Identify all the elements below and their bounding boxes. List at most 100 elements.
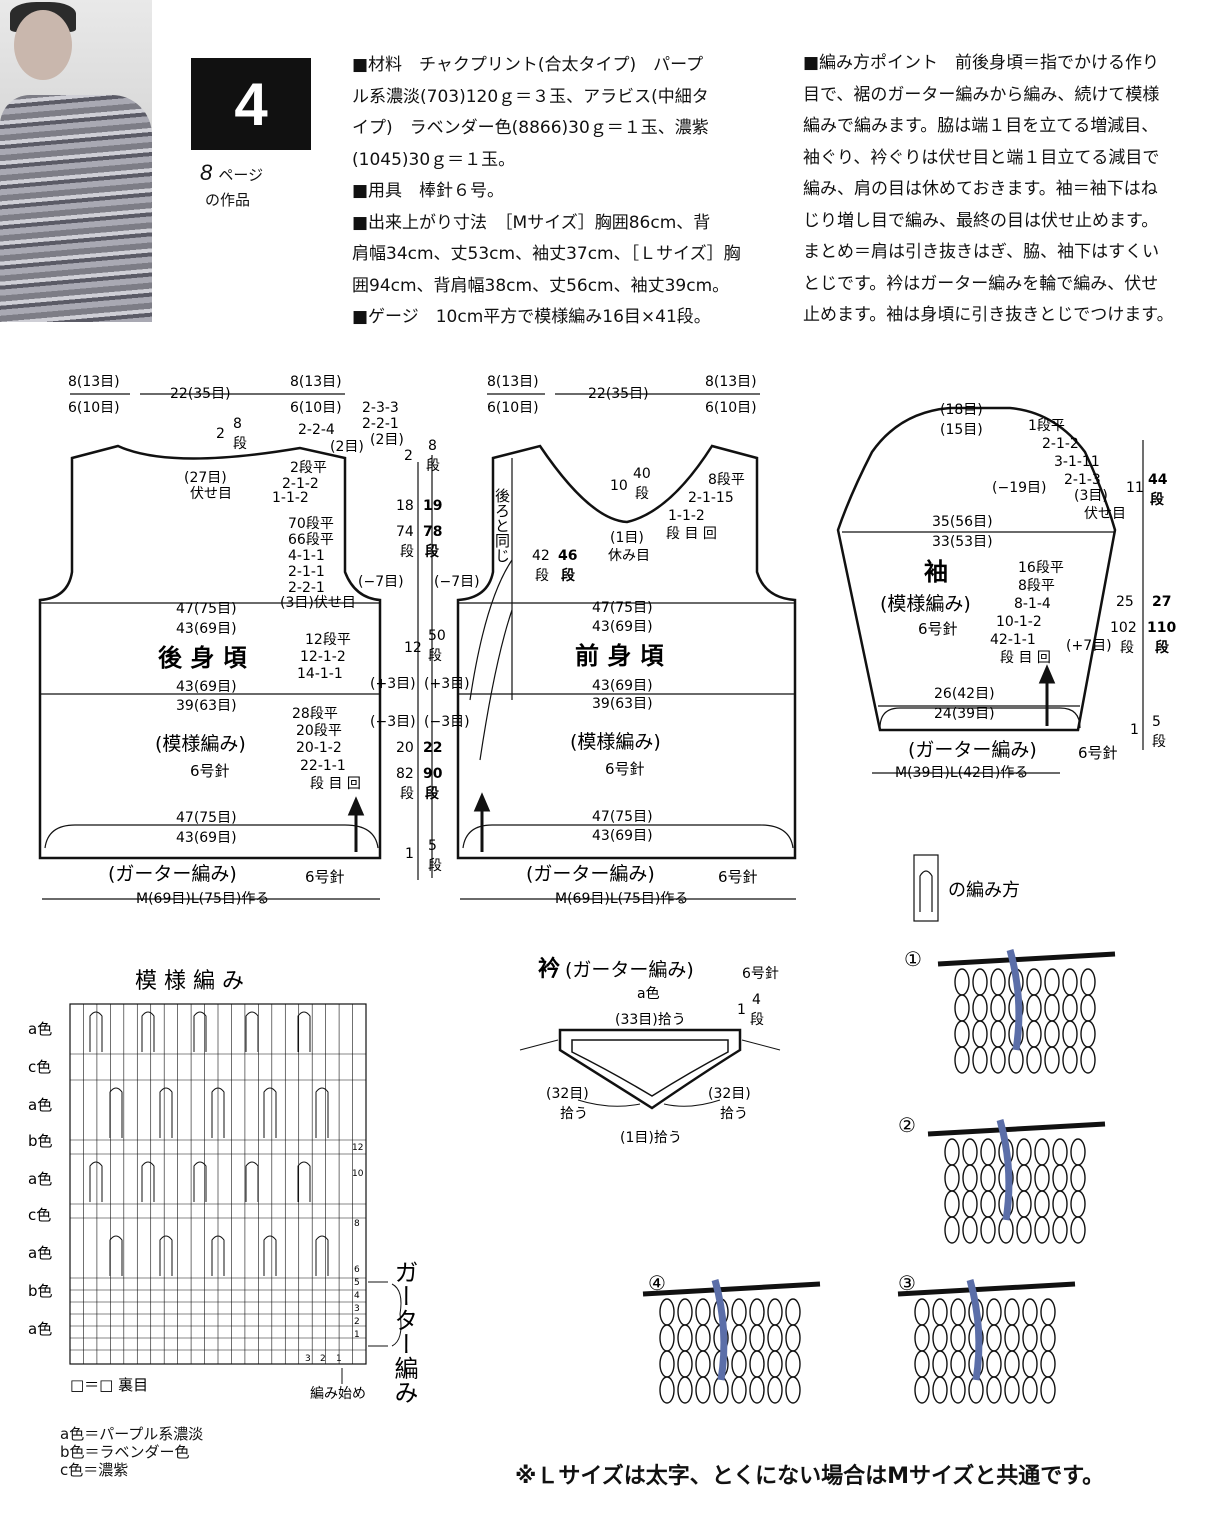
sleeve-garter-rows-3: 段 — [1152, 734, 1166, 750]
sleeve-cap-rows-3: 段 — [1150, 491, 1164, 508]
knit-loop — [986, 1350, 1002, 1378]
legend-c: c色＝濃紫 — [60, 1461, 129, 1479]
knit-loop — [785, 1324, 801, 1352]
knit-loop — [1040, 1324, 1056, 1352]
page-reference: 8 ページ — [200, 160, 264, 185]
sleeve-inc-4: 10-1-2 — [996, 614, 1042, 630]
chart-start-label: 編み始め — [310, 1386, 366, 1402]
front-width-1L: 47(75目) — [592, 600, 653, 616]
knit-loop — [1008, 1046, 1024, 1074]
center-dim-b5: 段 — [400, 544, 414, 560]
center-dim-g4: 90 — [423, 766, 443, 782]
front-needle: 6号針 — [605, 760, 645, 778]
front-v-rows-2: 40 — [633, 466, 651, 482]
collar-rows-1: 1 — [737, 1002, 746, 1018]
back-arm-5: 2-2-1 — [288, 580, 325, 596]
knit-loop — [950, 1298, 966, 1326]
chart-row-number: 10 — [352, 1169, 364, 1179]
slip-stitch-mark — [245, 1011, 259, 1052]
knit-loop — [767, 1376, 783, 1404]
knit-loop — [1026, 994, 1042, 1022]
back-shoulder-1: 2-3-3 — [362, 400, 399, 416]
knit-loop — [659, 1298, 675, 1326]
center-dim-c2: (−7目) — [434, 574, 480, 590]
back-width-3L: 47(75目) — [176, 810, 237, 826]
sleeve-title: 袖 — [924, 558, 948, 586]
knit-loop — [954, 968, 970, 996]
knit-loop — [954, 994, 970, 1022]
knit-loop — [749, 1376, 765, 1404]
back-top-left-M: 6(10目) — [68, 400, 120, 416]
knit-loop — [944, 1216, 960, 1244]
slip-stitch-mark — [297, 1161, 311, 1202]
knit-loop — [1022, 1376, 1038, 1404]
slip-stitch-mark — [141, 1011, 155, 1052]
center-dim-f2: (−3目) — [424, 714, 470, 730]
collar-sub: (ガーター編み) — [565, 959, 694, 981]
back-neck-rows2: 8 — [233, 416, 242, 432]
front-body-outline — [456, 444, 797, 860]
slip-stitch-mark — [315, 1235, 329, 1276]
howto-title: の編み方 — [948, 880, 1020, 901]
knit-loop — [1052, 1190, 1068, 1218]
back-width-3M: 43(69目) — [176, 830, 237, 846]
knit-loop — [1070, 1216, 1086, 1244]
pattern-number: 4 — [191, 58, 311, 150]
footnote: ※Ｌサイズは太字、とくにない場合はMサイズと共通です。 — [515, 1464, 1105, 1489]
chart-row-label: b色 — [28, 1132, 53, 1150]
front-side-r1: 42 — [532, 548, 550, 564]
knit-loop — [659, 1350, 675, 1378]
knit-loop — [1044, 1020, 1060, 1048]
knit-loop — [980, 1138, 996, 1166]
sleeve-width-2L: 26(42目) — [934, 686, 995, 702]
knit-loop — [659, 1376, 675, 1404]
sleeve-inc-plus: (+7目) — [1066, 638, 1112, 654]
highlighted-yarn — [996, 1119, 1013, 1221]
knit-loop — [998, 1216, 1014, 1244]
knit-loop — [962, 1138, 978, 1166]
knit-loop — [695, 1298, 711, 1326]
collar-inner — [571, 1039, 729, 1097]
instructions-block: ■編み方ポイント 前後身頃＝指でかける作り 目で、裾のガーター編みから編み、続け… — [803, 53, 1174, 325]
chart-garter-label: ガーター編み — [390, 1260, 418, 1404]
front-v-rows-1: 10 — [610, 478, 628, 494]
knit-loop — [980, 1216, 996, 1244]
chart-row-number: 8 — [354, 1219, 360, 1229]
knit-loop — [986, 1376, 1002, 1404]
sleeve-cap-2: 2-1-2 — [1042, 436, 1079, 452]
collar-rows-2: 4 — [752, 992, 761, 1008]
slip-stitch-mark — [89, 1011, 103, 1052]
knit-loop — [962, 1190, 978, 1218]
knit-loop — [1004, 1350, 1020, 1378]
chart-col-number: 1 — [336, 1354, 342, 1364]
back-side-5: 20段平 — [296, 723, 342, 739]
knit-loop — [1034, 1164, 1050, 1192]
knit-loop — [986, 1324, 1002, 1352]
back-arm-2: 66段平 — [288, 532, 334, 548]
page-reference-sub: の作品 — [205, 191, 251, 209]
center-dim-c1: (−7目) — [358, 574, 404, 590]
chart-row-labels: a色 c色 a色 b色 a色 c色 a色 b色 a色 — [28, 1020, 53, 1338]
knit-loop — [677, 1298, 693, 1326]
knit-loop — [1026, 968, 1042, 996]
sleeve-inc-6: 段 目 回 — [1000, 650, 1051, 666]
slip-stitch-mark — [315, 1087, 329, 1138]
knit-loop — [677, 1376, 693, 1404]
center-dim-b4: 78 — [423, 524, 442, 540]
center-dim-b2: 19 — [423, 498, 442, 514]
sleeve-len-3: 102 — [1110, 620, 1137, 636]
highlighted-yarn — [966, 1279, 983, 1381]
back-garter: (ガーター編み) — [108, 863, 237, 885]
slip-stitch-mark — [141, 1161, 155, 1202]
stitch-symbol-icon — [913, 854, 939, 922]
center-dim-e1: (+3目) — [370, 676, 416, 692]
center-dim-b3: 74 — [396, 524, 414, 540]
model-photo — [0, 0, 152, 322]
knit-loop — [1052, 1164, 1068, 1192]
knit-loop — [713, 1376, 729, 1404]
center-dim-h2: 5 — [428, 838, 437, 854]
front-top-left-L: 8(13目) — [487, 374, 539, 390]
knit-loop — [767, 1298, 783, 1326]
knitting-needle-icon — [937, 951, 1116, 967]
back-neck-bind: (27目) — [184, 470, 227, 486]
